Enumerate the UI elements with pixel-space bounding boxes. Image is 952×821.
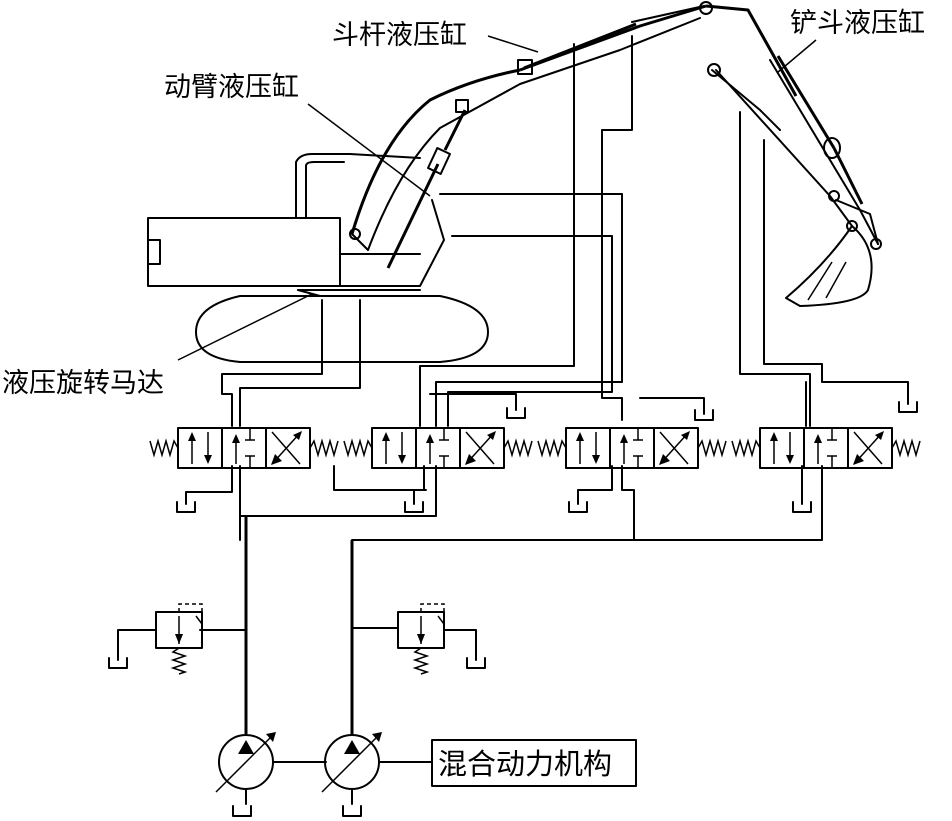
tank-icon <box>232 805 252 817</box>
three-position-directional-valve-icon <box>343 427 533 469</box>
variable-displacement-pump-icon <box>321 731 383 805</box>
hybrid-power-label: 混合动力机构 <box>438 747 612 781</box>
relief-valve-icon <box>397 603 445 675</box>
three-position-directional-valve-icon <box>731 427 921 469</box>
excavator-body <box>147 1 882 363</box>
three-position-directional-valve-icon <box>149 427 339 469</box>
hybrid-power-box <box>431 739 637 787</box>
leader-lines <box>177 35 817 361</box>
hydraulic-lines <box>117 35 909 763</box>
tank-icon <box>342 805 362 817</box>
three-position-directional-valve-icon <box>537 427 727 469</box>
stick-cylinder-label: 斗杆液压缸 <box>332 20 467 51</box>
bucket-cylinder-label: 铲斗液压缸 <box>790 8 925 39</box>
boom-cylinder-label: 动臂液压缸 <box>164 72 299 103</box>
relief-valve-icon <box>155 603 203 675</box>
swing-motor-label: 液压旋转马达 <box>2 368 164 399</box>
variable-displacement-pump-icon <box>215 731 277 805</box>
